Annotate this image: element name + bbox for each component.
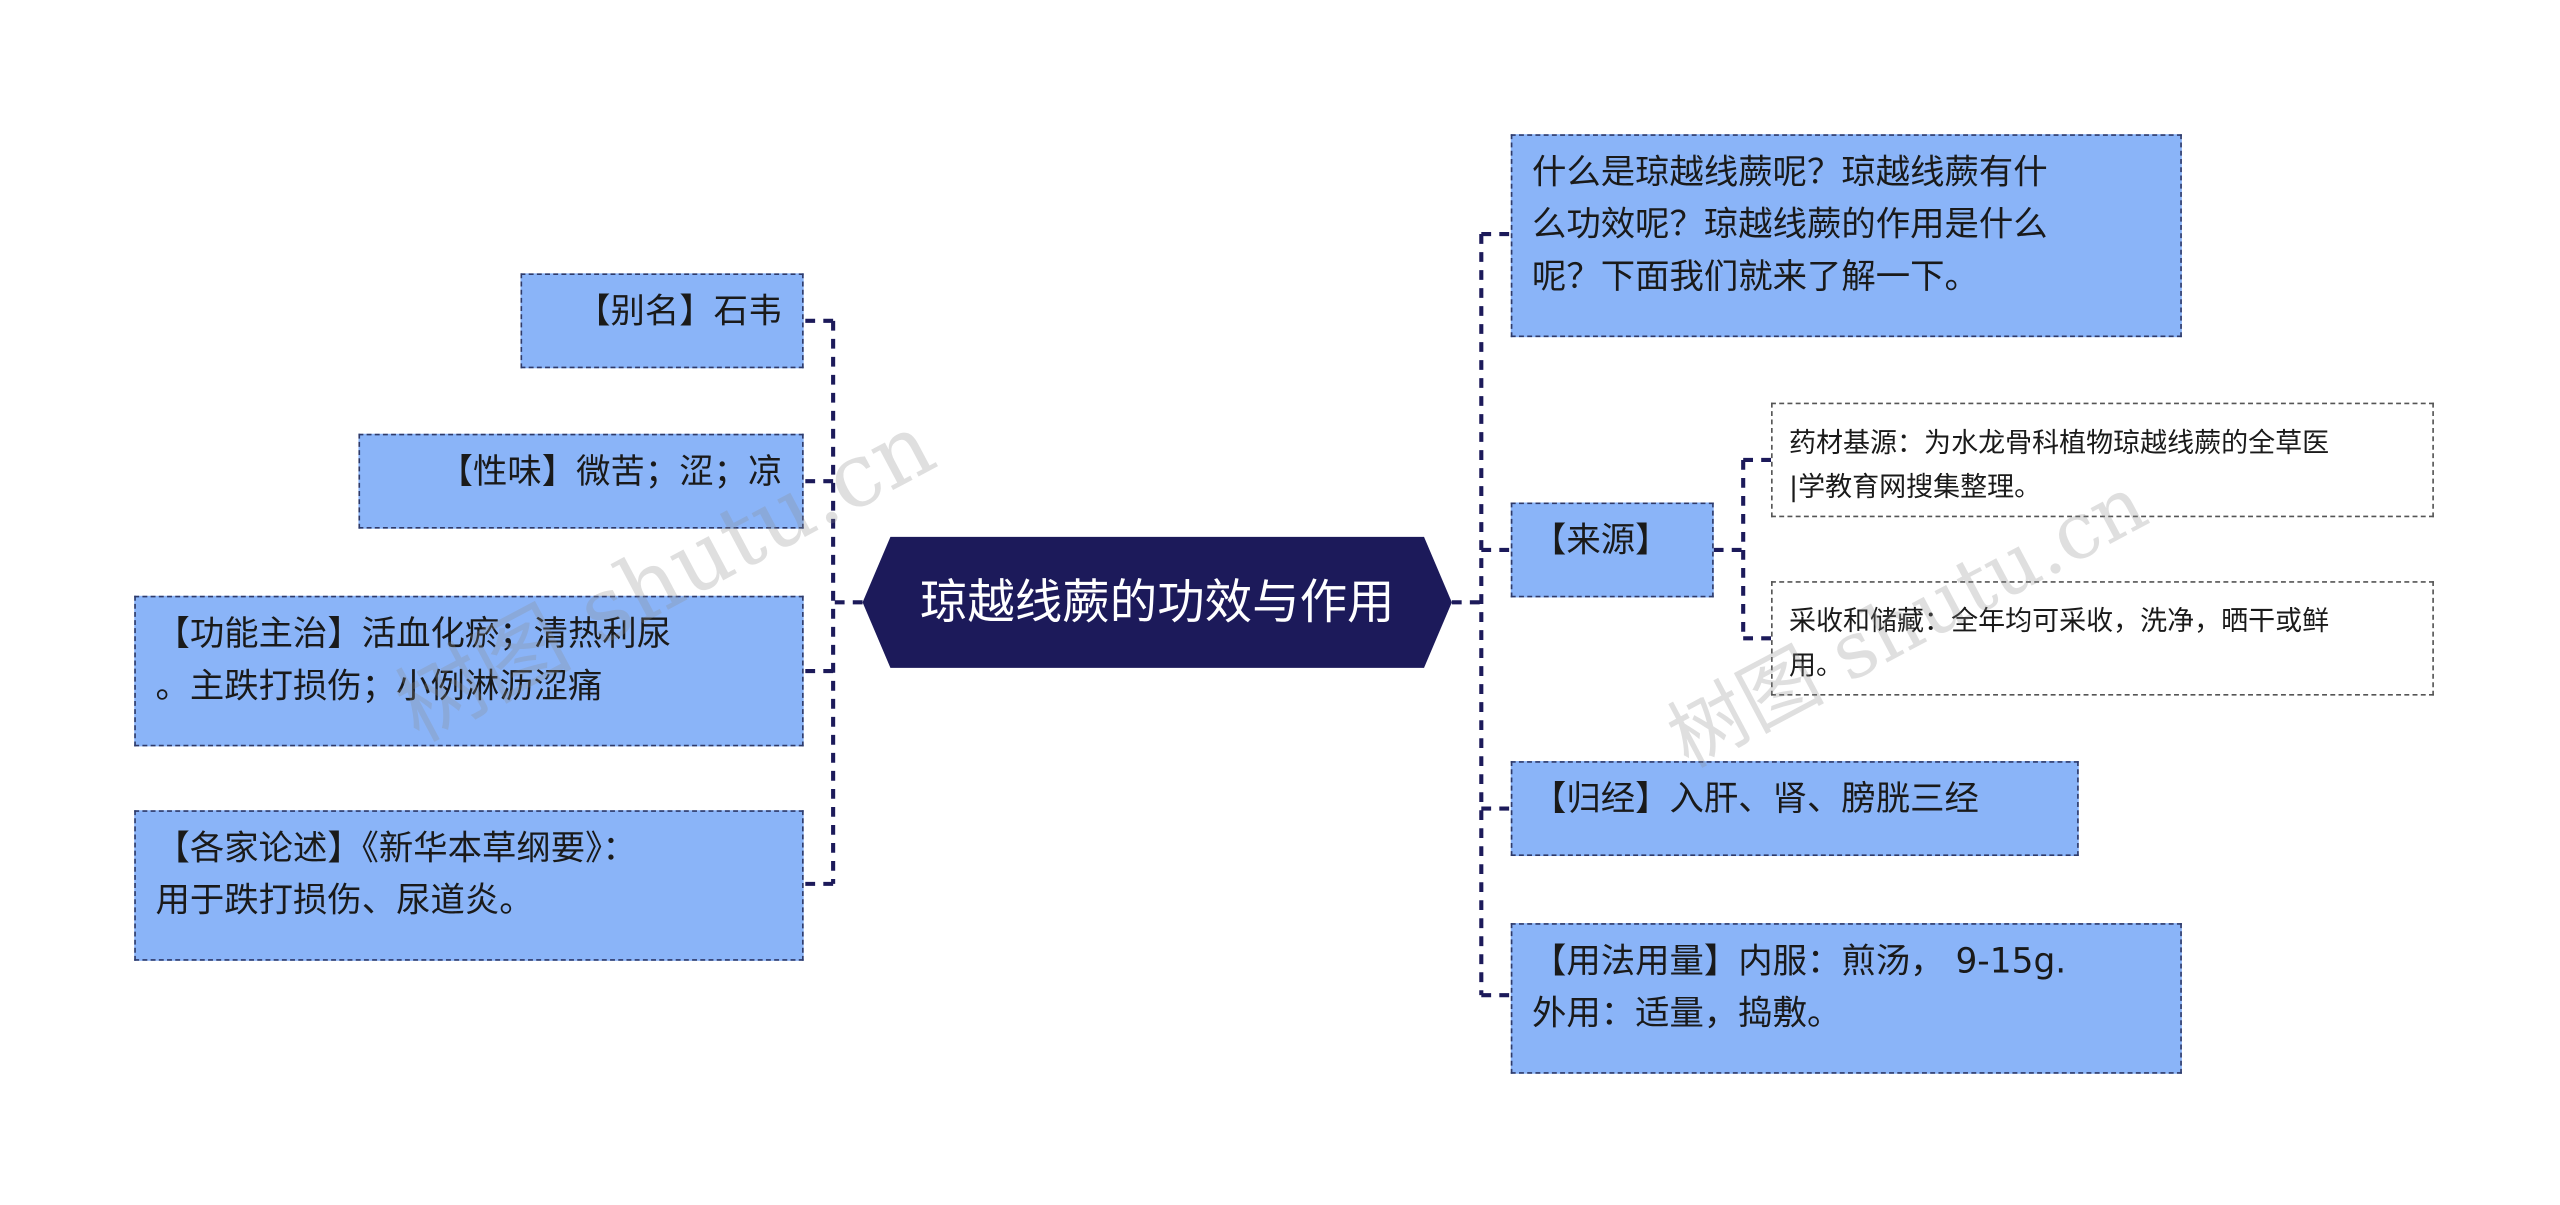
leaf-material-origin-line-1: 药材基源：为水龙骨科植物琼越线蕨的全草医 (1789, 427, 2330, 459)
node-expert-comments-line-1: 【各家论述】《新华本草纲要》： (155, 828, 637, 868)
node-function-indication[interactable]: 【功能主治】活血化瘀；清热利尿 。主跌打损伤；小例淋沥涩痛 (134, 595, 804, 747)
node-intro-line-1: 什么是琼越线蕨呢？琼越线蕨有什 (1532, 152, 2048, 192)
node-alias-line-1: 【别名】石韦 (576, 291, 783, 331)
node-intro-line-2: 么功效呢？琼越线蕨的作用是什么 (1532, 204, 2048, 244)
node-function-indication-line-2: 。主跌打损伤；小例淋沥涩痛 (155, 666, 603, 706)
root-node-label[interactable]: 琼越线蕨的功效与作用 (919, 574, 1395, 631)
node-meridian-line-1: 【归经】入肝、肾、膀胱三经 (1532, 779, 1979, 819)
node-source[interactable]: 【来源】 (1510, 502, 1714, 598)
node-meridian[interactable]: 【归经】入肝、肾、膀胱三经 (1510, 761, 2079, 857)
node-intro-line-3: 呢？下面我们就来了解一下。 (1532, 256, 1979, 297)
node-function-indication-line-1: 【功能主治】活血化瘀；清热利尿 (155, 613, 672, 654)
node-usage-dosage[interactable]: 【用法用量】内服：煎汤， 9-15g. 外用：适量，捣敷。 (1510, 923, 2182, 1074)
node-nature-flavor-line-1: 【性味】微苦；涩；凉 (438, 451, 783, 492)
node-usage-dosage-line-1: 【用法用量】内服：煎汤， 9-15g. (1532, 941, 2067, 981)
node-expert-comments[interactable]: 【各家论述】《新华本草纲要》： 用于跌打损伤、尿道炎。 (134, 810, 804, 961)
node-nature-flavor[interactable]: 【性味】微苦；涩；凉 (358, 433, 804, 529)
leaf-material-origin[interactable]: 药材基源：为水龙骨科植物琼越线蕨的全草医 |学教育网搜集整理。 (1771, 402, 2434, 518)
leaf-harvest-storage-line-2: 用。 (1789, 649, 1844, 681)
node-usage-dosage-line-2: 外用：适量，捣敷。 (1532, 993, 1842, 1033)
leaf-material-origin-line-2: |学教育网搜集整理。 (1789, 471, 2042, 503)
node-source-line-1: 【来源】 (1532, 520, 1670, 560)
node-expert-comments-line-2: 用于跌打损伤、尿道炎。 (155, 880, 534, 920)
node-alias[interactable]: 【别名】石韦 (520, 273, 804, 369)
leaf-harvest-storage[interactable]: 采收和储藏：全年均可采收，洗净，晒干或鲜 用。 (1771, 581, 2434, 696)
node-intro[interactable]: 什么是琼越线蕨呢？琼越线蕨有什 么功效呢？琼越线蕨的作用是什么 呢？下面我们就来… (1510, 134, 2182, 338)
root-node-shape (862, 536, 1452, 668)
leaf-harvest-storage-line-1: 采收和储藏：全年均可采收，洗净，晒干或鲜 (1789, 605, 2330, 637)
